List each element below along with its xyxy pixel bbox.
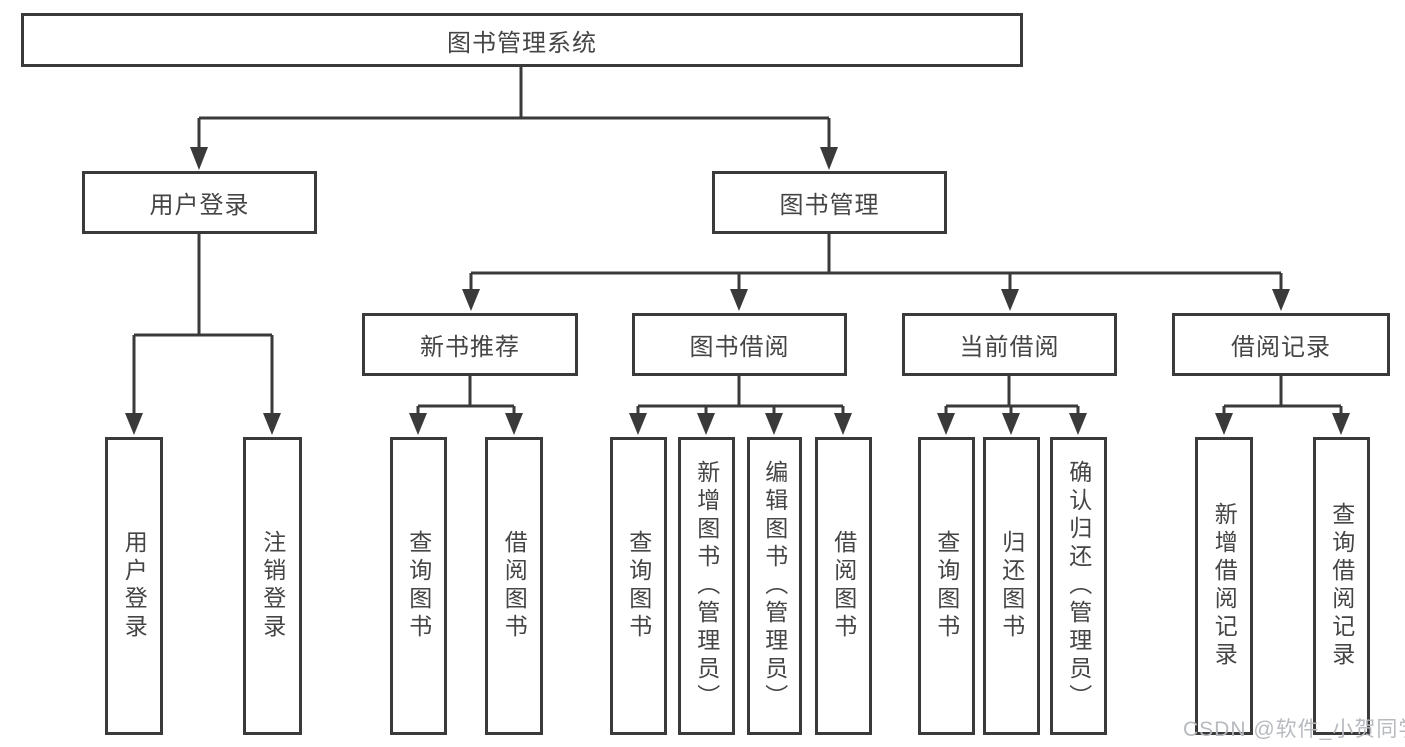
node-book-management: 图书管理: [712, 171, 947, 234]
node-current-borrow: 当前借阅: [902, 313, 1117, 376]
leaf-user-login-label: 用户登录: [121, 530, 148, 642]
leaf-return-book: 归还图书: [983, 437, 1040, 735]
leaf-edit-book-admin: 编辑图书（管理员）: [747, 437, 802, 735]
leaf-query-book-current-label: 查询图书: [933, 530, 960, 642]
node-root: 图书管理系统: [21, 13, 1023, 67]
leaf-confirm-return-admin: 确认归还（管理员）: [1050, 437, 1107, 735]
leaf-add-borrow-record-label: 新增借阅记录: [1211, 502, 1238, 670]
node-root-label: 图书管理系统: [447, 29, 597, 57]
leaf-add-book-admin: 新增图书（管理员）: [678, 437, 735, 735]
leaf-return-book-label: 归还图书: [998, 530, 1025, 642]
node-borrow-record-label: 借阅记录: [1231, 334, 1331, 361]
leaf-add-borrow-record: 新增借阅记录: [1195, 437, 1253, 735]
node-user-login-label: 用户登录: [149, 192, 250, 219]
leaf-query-borrow-record: 查询借阅记录: [1313, 437, 1370, 735]
node-current-borrow-label: 当前借阅: [959, 334, 1060, 361]
leaf-borrow-book: 借阅图书: [815, 437, 872, 735]
node-book-borrow-label: 图书借阅: [689, 334, 790, 361]
leaf-confirm-return-admin-label: 确认归还（管理员）: [1065, 460, 1092, 712]
leaf-user-login: 用户登录: [105, 437, 163, 735]
leaf-query-book-borrow-label: 查询图书: [625, 530, 652, 642]
leaf-borrow-book-label: 借阅图书: [830, 530, 857, 642]
leaf-query-book-recommend-label: 查询图书: [405, 530, 432, 642]
leaf-borrow-book-recommend: 借阅图书: [485, 437, 543, 735]
node-new-book-recommend: 新书推荐: [362, 313, 578, 376]
node-book-management-label: 图书管理: [779, 192, 880, 219]
leaf-query-book-recommend: 查询图书: [390, 437, 447, 735]
leaf-query-book-borrow: 查询图书: [610, 437, 667, 735]
leaf-query-book-current: 查询图书: [918, 437, 975, 735]
node-borrow-record: 借阅记录: [1172, 313, 1390, 376]
leaf-borrow-book-recommend-label: 借阅图书: [501, 530, 528, 642]
leaf-add-book-admin-label: 新增图书（管理员）: [693, 460, 720, 712]
watermark-text: CSDN @软件_小贺同学: [1183, 718, 1405, 741]
leaf-logout: 注销登录: [243, 437, 302, 735]
node-new-book-recommend-label: 新书推荐: [420, 334, 520, 361]
node-user-login: 用户登录: [82, 171, 317, 234]
leaf-query-borrow-record-label: 查询借阅记录: [1328, 502, 1355, 670]
leaf-logout-label: 注销登录: [259, 530, 286, 642]
node-book-borrow: 图书借阅: [632, 313, 847, 376]
leaf-edit-book-admin-label: 编辑图书（管理员）: [761, 460, 788, 712]
